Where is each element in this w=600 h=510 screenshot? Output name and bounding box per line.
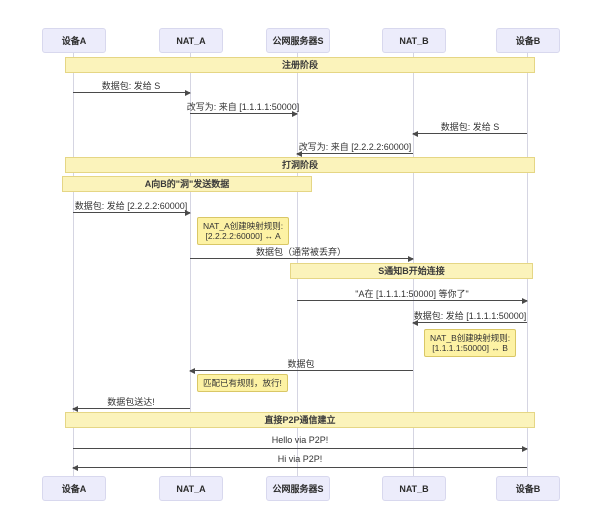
message-arrow-7: [412, 320, 527, 326]
participant-device-a-top: 设备A: [42, 28, 106, 53]
note-rule-match: 匹配已有规则，放行!: [197, 374, 288, 392]
message-arrow-8: [189, 368, 413, 374]
message-label-8: 数据包: [287, 359, 315, 369]
message-arrow-2: [412, 131, 527, 137]
note-nat-b-mapping: NAT_B创建映射规则: [1.1.1.1:50000] ↔ B: [424, 329, 517, 357]
participant-server-s-bottom: 公网服务器S: [266, 476, 330, 501]
message-arrow-11: [72, 465, 527, 471]
note-line: NAT_A创建映射规则:: [203, 221, 284, 231]
message-arrow-1: [190, 111, 298, 117]
phase-band-register: 注册阶段: [65, 57, 535, 73]
note-line: NAT_B创建映射规则:: [430, 333, 511, 343]
lifeline-device-a: [73, 52, 74, 476]
message-label-0: 数据包: 发给 S: [101, 81, 161, 91]
participant-device-b-bottom: 设备B: [496, 476, 560, 501]
participant-device-a-bottom: 设备A: [42, 476, 106, 501]
message-label-2: 数据包: 发给 S: [440, 122, 500, 132]
participant-nat-b-top: NAT_B: [382, 28, 446, 53]
message-label-3: 改写为: 来自 [2.2.2.2:60000]: [298, 142, 412, 152]
message-label-10: Hello via P2P!: [271, 435, 329, 445]
phase-band-a-to-b-hole: A向B的"洞"发送数据: [62, 176, 312, 192]
message-arrow-9: [72, 406, 190, 412]
participant-server-s-top: 公网服务器S: [266, 28, 330, 53]
message-label-7: 数据包: 发给 [1.1.1.1:50000]: [413, 311, 527, 321]
message-arrow-6: [297, 298, 528, 304]
phase-band-s-notify-b: S通知B开始连接: [290, 263, 533, 279]
lifeline-nat-a: [190, 52, 191, 476]
message-arrow-10: [73, 446, 528, 452]
message-arrow-4: [73, 210, 191, 216]
message-arrow-3: [296, 151, 413, 157]
message-label-5: 数据包（通常被丢弃）: [255, 247, 347, 257]
note-line: [1.1.1.1:50000] ↔ B: [432, 343, 508, 353]
note-nat-a-mapping: NAT_A创建映射规则: [2.2.2.2:60000] ↔ A: [197, 217, 290, 245]
participant-nat-a-top: NAT_A: [159, 28, 223, 53]
message-label-11: Hi via P2P!: [277, 454, 323, 464]
message-label-1: 改写为: 来自 [1.1.1.1:50000]: [186, 102, 300, 112]
phase-band-punch: 打洞阶段: [65, 157, 535, 173]
note-line: 匹配已有规则，放行!: [203, 378, 282, 388]
message-arrow-0: [73, 90, 191, 96]
message-arrow-5: [190, 256, 414, 262]
message-label-4: 数据包: 发给 [2.2.2.2:60000]: [74, 201, 188, 211]
note-line: [2.2.2.2:60000] ↔ A: [205, 231, 281, 241]
message-label-9: 数据包送达!: [107, 397, 155, 407]
phase-band-p2p-established: 直接P2P通信建立: [65, 412, 535, 428]
participant-device-b-top: 设备B: [496, 28, 560, 53]
participant-nat-a-bottom: NAT_A: [159, 476, 223, 501]
message-label-6: "A在 [1.1.1.1:50000] 等你了": [355, 289, 469, 299]
participant-nat-b-bottom: NAT_B: [382, 476, 446, 501]
